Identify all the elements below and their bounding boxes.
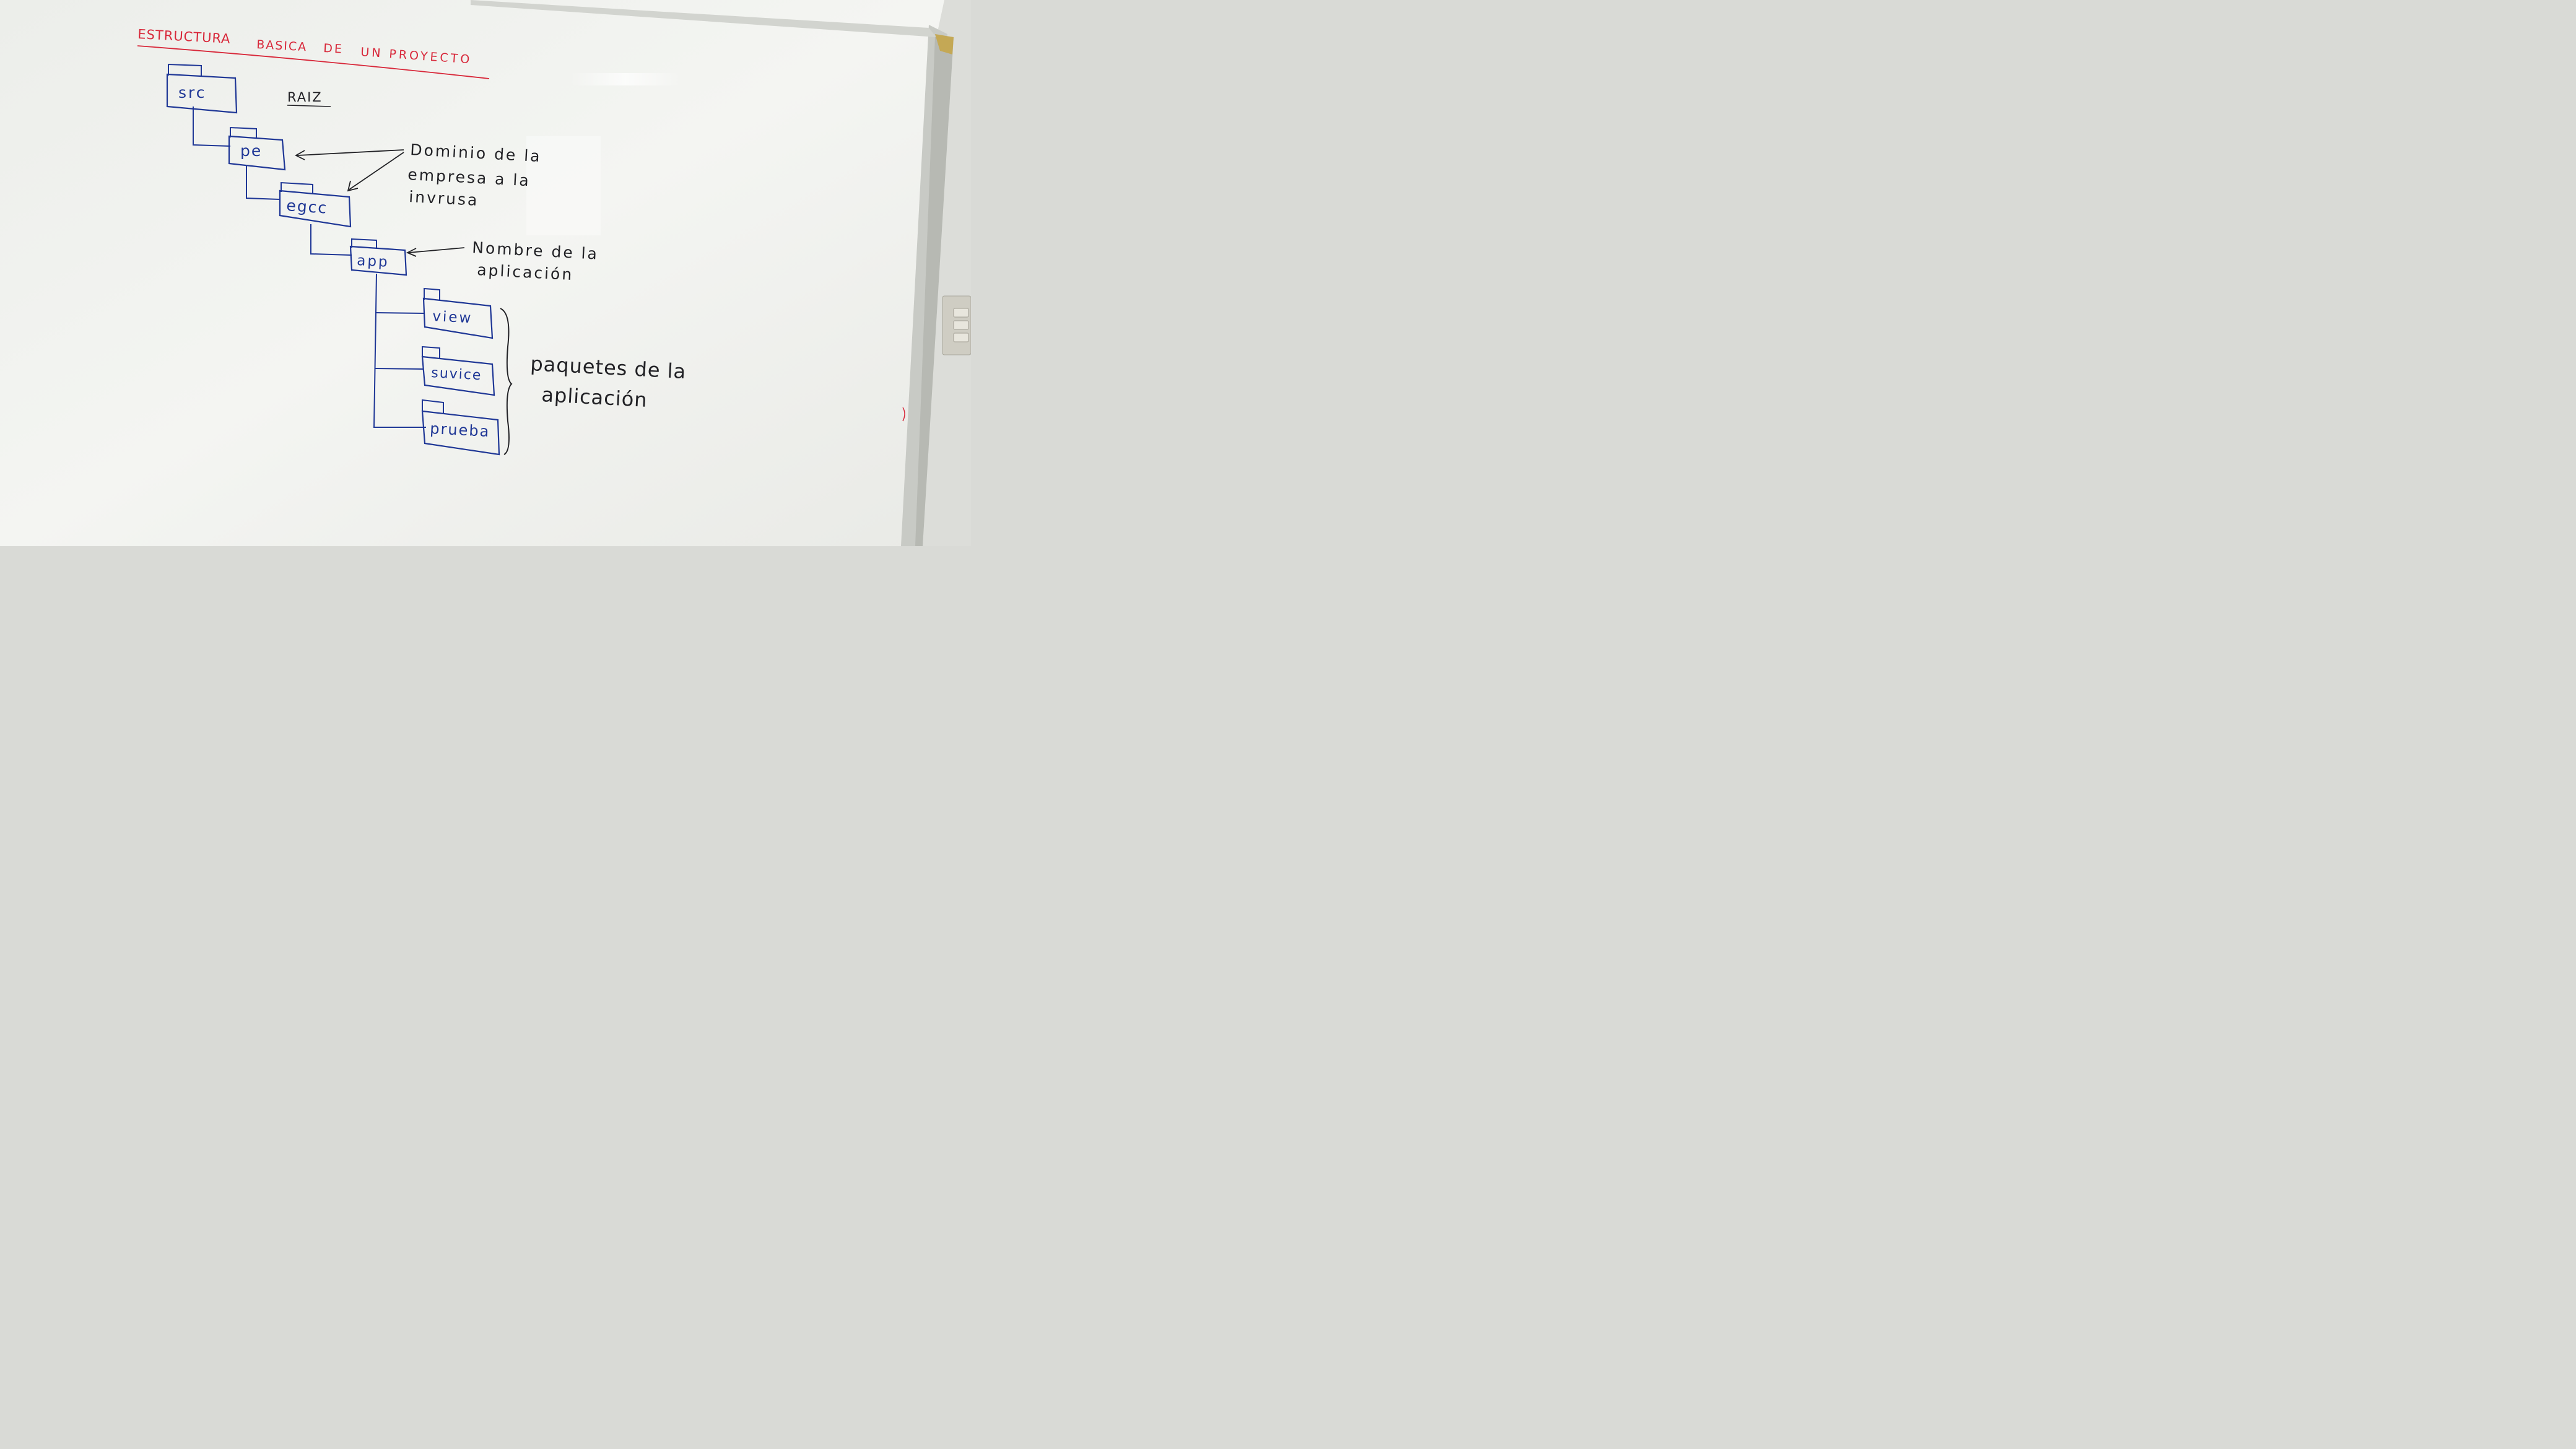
folder-app: app bbox=[349, 238, 407, 276]
light-glare-top bbox=[570, 73, 681, 85]
root-label-underline bbox=[287, 105, 331, 107]
folder-label: pe bbox=[240, 142, 262, 160]
board-frame-edge bbox=[915, 36, 954, 546]
folder-src: src bbox=[166, 63, 238, 114]
folder-view: view bbox=[422, 287, 494, 339]
folder-pe: pe bbox=[228, 126, 286, 171]
domain-note-line-3: invrusa bbox=[409, 188, 479, 209]
whiteboard-surface bbox=[0, 0, 944, 546]
root-label: RAIZ bbox=[287, 90, 323, 105]
stray-red-mark bbox=[902, 407, 905, 422]
title-word-3: DE bbox=[323, 41, 344, 56]
appname-arrow bbox=[406, 247, 465, 257]
folder-label: suvice bbox=[431, 365, 482, 383]
folder-label: src bbox=[178, 84, 207, 102]
frame-corner-bracket bbox=[935, 34, 954, 54]
folder-tree-connectors bbox=[193, 107, 426, 428]
packages-note-line-2: aplicación bbox=[541, 383, 648, 412]
folder-egcc: egcc bbox=[279, 181, 352, 228]
packages-brace bbox=[500, 308, 513, 455]
whiteboard-photo: ESTRUCTURA BASICA DE UN PROYECTO RAIZ sr… bbox=[0, 0, 971, 546]
folder-label: egcc bbox=[286, 196, 329, 217]
folder-suvice: suvice bbox=[421, 346, 495, 396]
folder-label: view bbox=[432, 308, 473, 326]
folder-prueba: prueba bbox=[421, 399, 500, 456]
title-underline bbox=[137, 45, 490, 79]
title-word-2: BASICA bbox=[256, 38, 308, 54]
domain-arrows bbox=[295, 149, 404, 192]
folder-label: app bbox=[357, 253, 390, 271]
window-reflection bbox=[526, 136, 601, 235]
folder-label: prueba bbox=[430, 420, 490, 440]
wall-switch-plate bbox=[942, 295, 971, 355]
board-frame-top bbox=[471, 0, 936, 37]
